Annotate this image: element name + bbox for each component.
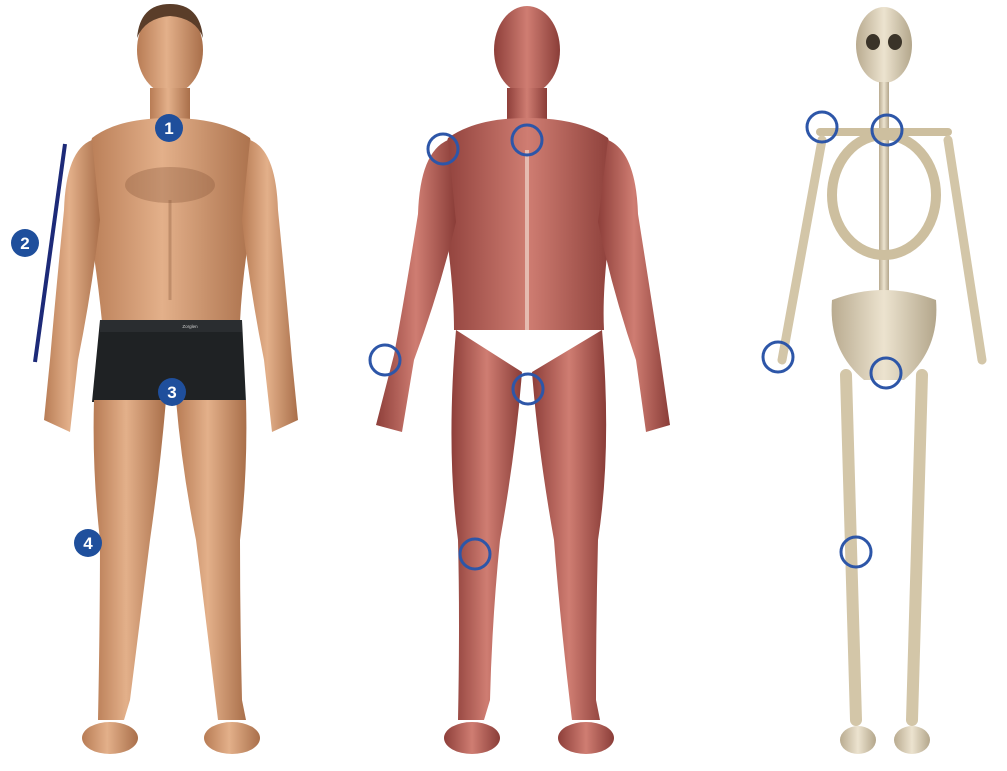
skeleton-pelvis xyxy=(832,290,937,380)
skin-leg-right xyxy=(176,400,246,720)
skeleton-foot-right xyxy=(894,726,930,754)
badge-1: 1 xyxy=(155,114,183,142)
muscle-foot-right xyxy=(558,722,614,754)
muscle-arm-right xyxy=(598,140,670,432)
badge-3: 3 xyxy=(158,378,186,406)
skeleton-skull xyxy=(856,7,912,83)
skeleton-leg-right xyxy=(912,375,922,720)
muscle-leg-left xyxy=(451,330,522,720)
skin-waistband-label: Zorglen xyxy=(182,324,198,329)
muscle-head xyxy=(494,6,560,94)
skin-leg-left xyxy=(94,400,166,720)
muscle-arm-left xyxy=(376,140,456,432)
badge-1-label: 1 xyxy=(164,119,173,138)
badge-4: 4 xyxy=(74,529,102,557)
skin-arm-right xyxy=(242,140,298,432)
skin-waistband xyxy=(100,320,242,332)
skeleton-foot-left xyxy=(840,726,876,754)
skeleton-arm-right xyxy=(948,140,982,360)
skeleton-arm-left xyxy=(782,140,822,360)
muscle-figure xyxy=(370,6,670,754)
skeleton-leg-left xyxy=(846,375,856,720)
badge-3-label: 3 xyxy=(167,383,176,402)
skin-foot-left xyxy=(82,722,138,754)
badge-4-label: 4 xyxy=(83,534,93,553)
skin-foot-right xyxy=(204,722,260,754)
skeleton-eye-left xyxy=(866,34,880,50)
badge-2-label: 2 xyxy=(20,234,29,253)
skeleton-eye-right xyxy=(888,34,902,50)
muscle-foot-left xyxy=(444,722,500,754)
skin-figure: Zorglen 1 2 3 4 xyxy=(11,4,298,754)
skeleton-figure xyxy=(763,7,982,754)
badge-2: 2 xyxy=(11,229,39,257)
skin-arm-left xyxy=(44,140,100,432)
skin-chest-hair xyxy=(125,167,215,203)
